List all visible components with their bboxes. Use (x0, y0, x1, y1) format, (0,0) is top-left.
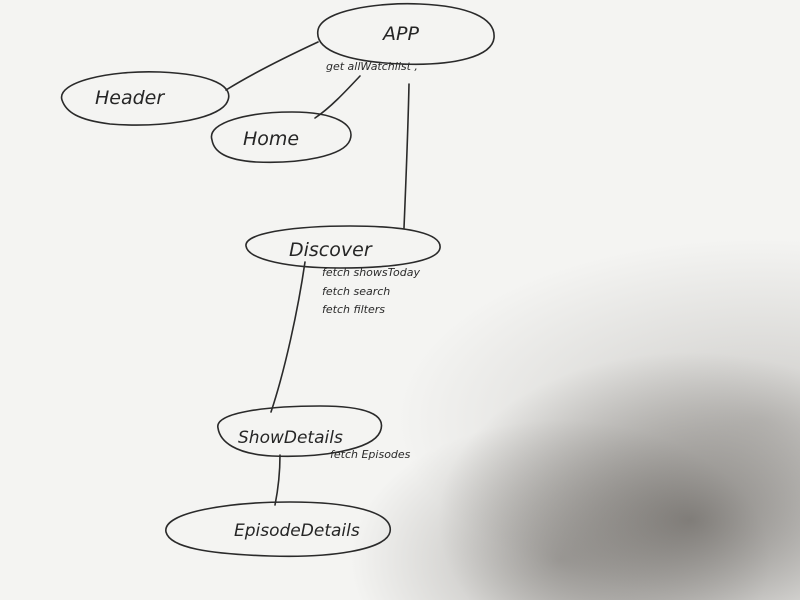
node-discover-label: Discover (289, 239, 373, 261)
note-app: get allWatchlist , (326, 60, 418, 73)
node-app-label: APP (381, 23, 419, 45)
node-header-ellipse (60, 70, 230, 126)
note-discover-line: fetch filters (322, 303, 385, 316)
node-episodedetails-label: EpisodeDetails (234, 521, 360, 541)
edge-showdetails-episodedetails (274, 454, 281, 506)
node-episodedetails: EpisodeDetails (165, 501, 391, 558)
node-showdetails-ellipse (217, 405, 383, 458)
node-home-label: Home (243, 128, 299, 150)
note-showdetails: fetch Episodes (330, 448, 411, 461)
node-home: Home (210, 111, 352, 164)
edge-app-header (225, 41, 319, 91)
node-header: Header (60, 70, 230, 126)
edge-app-home (314, 75, 361, 119)
node-app-ellipse (317, 2, 495, 66)
node-showdetails-label: ShowDetails (238, 428, 343, 448)
note-discover-line: fetch showsToday (322, 266, 420, 279)
node-discover-ellipse (245, 225, 441, 269)
edge-discover-showdetails (270, 261, 306, 413)
note-discover: fetch showsToday fetch search fetch filt… (322, 266, 420, 316)
node-header-label: Header (95, 87, 165, 109)
node-discover: Discover (245, 225, 441, 269)
node-showdetails: ShowDetails (217, 405, 383, 458)
edge-app-discover (403, 83, 410, 229)
node-home-ellipse (210, 111, 352, 164)
node-episodedetails-ellipse (165, 501, 391, 558)
node-app: APP (317, 2, 495, 66)
note-discover-line: fetch search (322, 285, 390, 298)
